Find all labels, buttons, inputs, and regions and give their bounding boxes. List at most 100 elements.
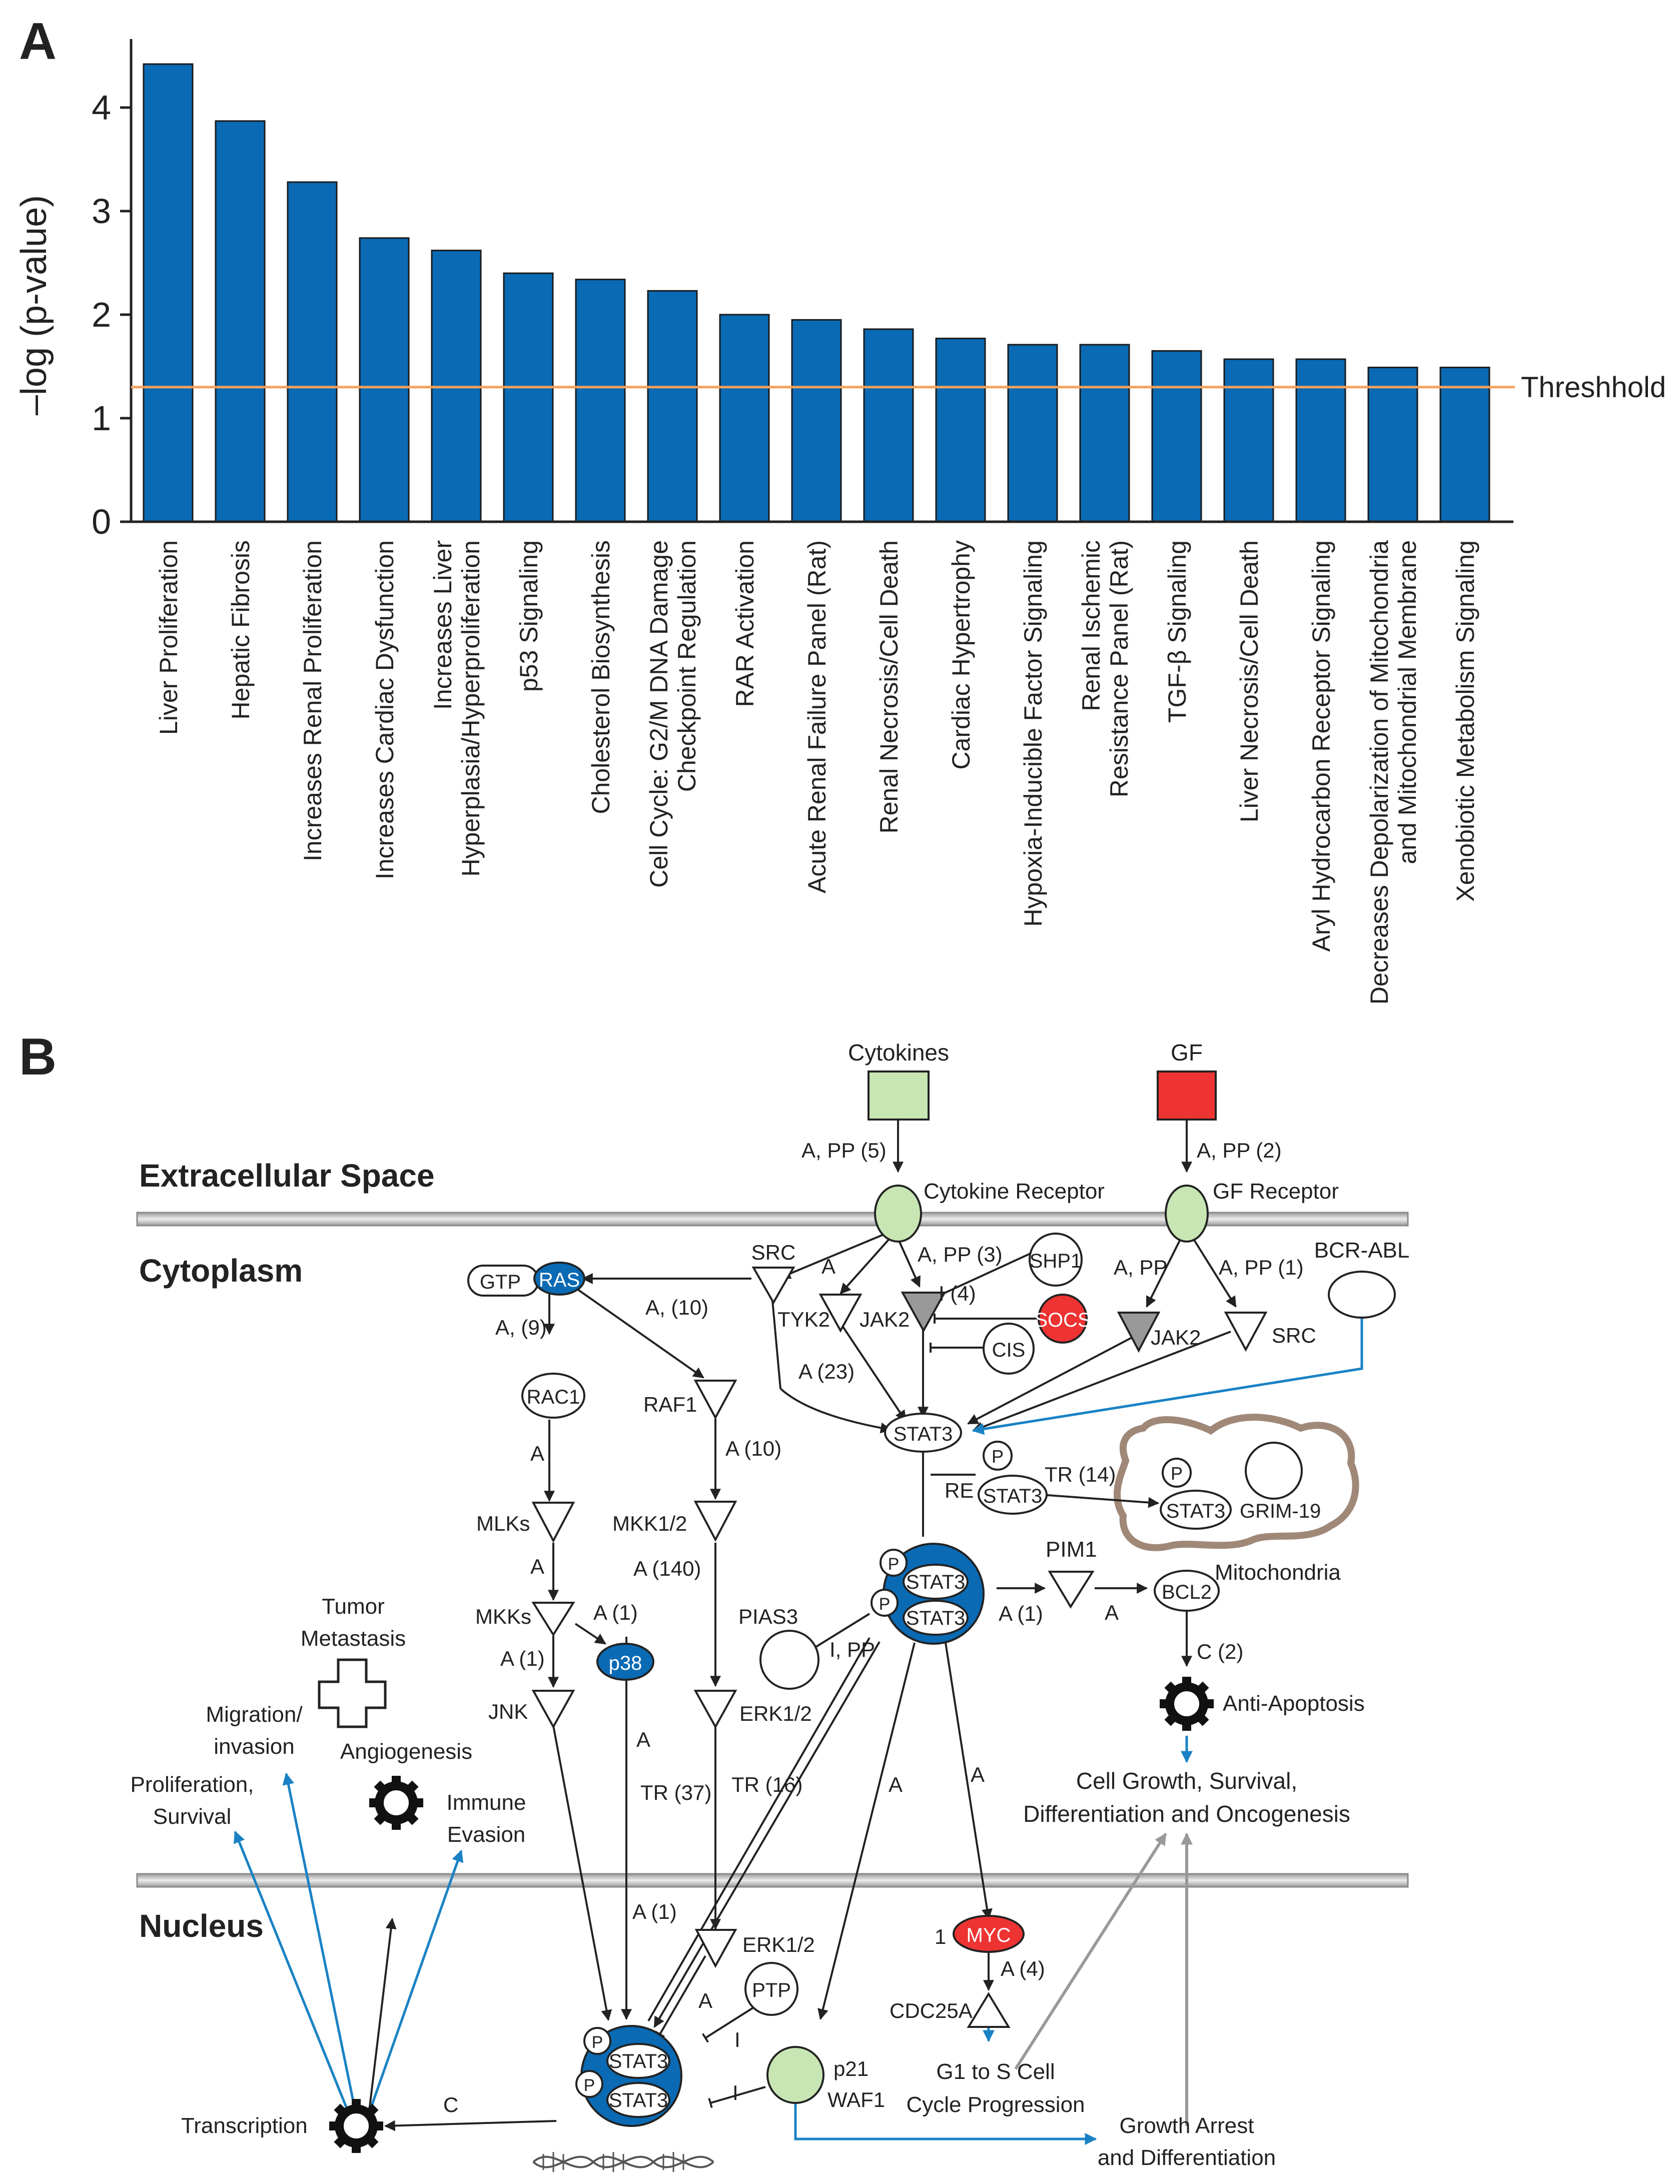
x-tick-label: TGF-β Signaling <box>1163 540 1191 723</box>
label-i-p21: I <box>732 2081 738 2104</box>
node-mito-stat3: P STAT3 GRIM-19 <box>1160 1442 1321 1530</box>
label-tumor-1: Tumor <box>322 1594 385 1619</box>
x-tick-label: Cholesterol Biosynthesis <box>587 540 615 814</box>
panel-b-letter: B <box>19 1028 57 1086</box>
svg-text:STAT3: STAT3 <box>609 2050 668 2072</box>
svg-text:ERK1/2: ERK1/2 <box>739 1702 812 1725</box>
label-proliferation-2: Survival <box>153 1804 232 1829</box>
bar <box>503 272 554 523</box>
svg-text:MKK1/2: MKK1/2 <box>612 1512 687 1535</box>
label-mitochondria: Mitochondria <box>1215 1560 1341 1585</box>
edges-blue <box>233 1319 1363 2145</box>
svg-text:TYK2: TYK2 <box>777 1308 830 1331</box>
bar <box>143 63 194 523</box>
node-jak2: JAK2 <box>860 1292 947 1333</box>
svg-text:RAS: RAS <box>539 1269 580 1291</box>
label-a-1-mkks: A (1) <box>593 1601 638 1624</box>
label-a-pp2: A, PP (2) <box>1197 1139 1282 1162</box>
label-i-ptp: I <box>734 2028 740 2051</box>
node-stat3-dimer-cyto: STAT3 STAT3 P P <box>871 1543 985 1645</box>
edges-gray <box>1014 1832 1193 2126</box>
svg-text:GF: GF <box>1171 1039 1203 1065</box>
label-a-p21: A <box>889 1773 903 1796</box>
x-tick-label: Xenobiotic Metabolism Signaling <box>1451 540 1479 902</box>
node-erk12-nuc: ERK1/2 <box>694 1929 815 1968</box>
svg-text:SOCS: SOCS <box>1034 1309 1091 1331</box>
bar <box>1295 358 1346 523</box>
label-angiogenesis: Angiogenesis <box>340 1739 472 1764</box>
label-a-140: A (140) <box>633 1557 701 1580</box>
svg-text:MLKs: MLKs <box>476 1512 530 1535</box>
label-a-src: A <box>821 1255 835 1278</box>
y-tick-label: 1 <box>92 399 111 438</box>
svg-text:p38: p38 <box>609 1652 642 1674</box>
x-tick-label: RAR Activation <box>731 540 759 707</box>
svg-text:PTP: PTP <box>752 1979 791 2001</box>
x-tick-label: Liver Proliferation <box>155 540 183 735</box>
node-src: SRC <box>751 1241 795 1305</box>
bar <box>359 237 410 523</box>
svg-text:JAK2: JAK2 <box>1151 1326 1201 1349</box>
gear-icon <box>369 1776 423 1830</box>
region-extracellular: Extracellular Space <box>139 1158 435 1194</box>
x-tick-label: Decreases Depolarization of Mitochondria <box>1365 540 1393 1004</box>
svg-text:PIM1: PIM1 <box>1046 1537 1097 1562</box>
bar <box>719 314 770 523</box>
node-cytokine-receptor: Cytokine Receptor <box>874 1179 1105 1243</box>
x-tick-label: Increases Liver <box>429 540 457 710</box>
svg-text:GF Receptor: GF Receptor <box>1213 1179 1339 1204</box>
svg-text:STAT3: STAT3 <box>894 1423 953 1445</box>
y-axis-title: –log (p-value) <box>14 195 54 415</box>
node-tyk2: TYK2 <box>777 1294 863 1333</box>
y-tick-label: 4 <box>92 88 111 127</box>
label-a-1-jnk: A (1) <box>500 1647 545 1670</box>
label-tr-37: TR (37) <box>640 1781 711 1804</box>
x-tick-label: Cardiac Hypertrophy <box>947 540 975 770</box>
node-rac1: RAC1 <box>521 1373 585 1419</box>
svg-text:P: P <box>584 2076 595 2095</box>
gear-icon <box>329 2099 383 2153</box>
node-cytokines: Cytokines <box>848 1039 949 1121</box>
node-p21: p21 WAF1 <box>766 2046 885 2111</box>
svg-text:WAF1: WAF1 <box>827 2088 885 2111</box>
x-tick-label: Renal Necrosis/Cell Death <box>875 540 903 833</box>
label-a-10: A, (10) <box>645 1296 708 1319</box>
x-tick-label: Increases Renal Proliferation <box>299 540 327 861</box>
x-tick-label: Renal Ischemic <box>1077 540 1105 711</box>
node-stat3: STAT3 <box>884 1413 962 1453</box>
svg-text:Cytokines: Cytokines <box>848 1039 949 1065</box>
bar <box>1007 344 1058 523</box>
label-a-4: A (4) <box>1001 1957 1045 1980</box>
x-tick-label: Acute Renal Failure Panel (Rat) <box>803 540 831 893</box>
label-a-pp1: A, PP (1) <box>1219 1256 1304 1279</box>
node-raf1: RAF1 <box>643 1380 737 1420</box>
svg-text:SRC: SRC <box>1272 1324 1316 1347</box>
x-tick-label: Resistance Panel (Rat) <box>1105 540 1133 797</box>
label-i-pp: I, PP <box>829 1638 875 1661</box>
node-pim1: PIM1 <box>1046 1537 1097 1609</box>
svg-text:P: P <box>1171 1463 1183 1484</box>
node-stat3-p: P STAT3 <box>978 1441 1048 1515</box>
svg-text:BCR-ABL: BCR-ABL <box>1314 1238 1410 1263</box>
svg-text:PIAS3: PIAS3 <box>738 1605 798 1628</box>
svg-text:STAT3: STAT3 <box>1166 1500 1226 1522</box>
label-a-pp: A, PP <box>1114 1256 1167 1279</box>
label-a-23: A (23) <box>798 1360 855 1383</box>
region-cytoplasm: Cytoplasm <box>139 1253 303 1289</box>
label-one: 1 <box>935 1925 946 1948</box>
node-bcr-abl: BCR-ABL <box>1314 1238 1410 1319</box>
bar <box>791 319 842 523</box>
bar <box>215 120 266 523</box>
label-a-pp5: A, PP (5) <box>801 1139 887 1162</box>
x-tick-label: Checkpoint Regulation <box>673 540 701 792</box>
node-mlks: MLKs <box>476 1502 575 1543</box>
bar <box>935 338 986 523</box>
node-p38: p38 <box>596 1643 654 1681</box>
svg-text:GTP: GTP <box>480 1271 521 1293</box>
bar <box>1223 358 1274 523</box>
bar <box>287 181 338 523</box>
x-tick-label: Liver Necrosis/Cell Death <box>1235 540 1263 822</box>
